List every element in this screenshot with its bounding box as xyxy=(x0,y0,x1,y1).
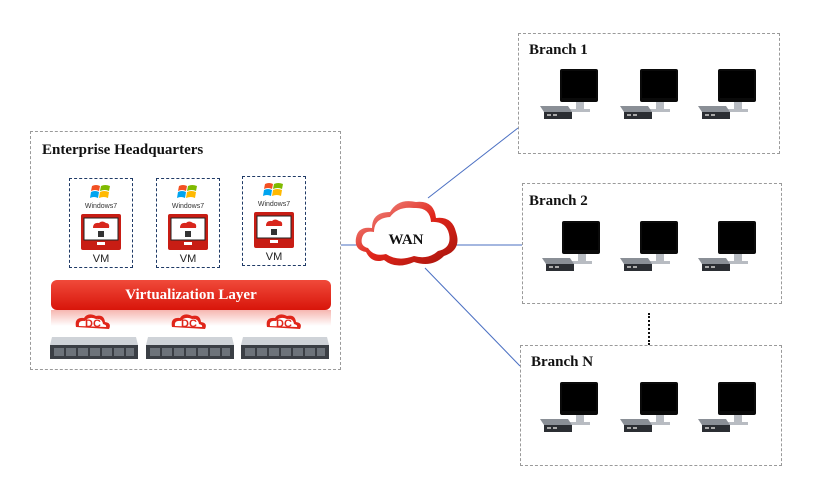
wan-cloud-icon xyxy=(355,201,458,266)
desktop-pc-icon xyxy=(542,221,600,271)
link-wan-branch1 xyxy=(427,127,519,199)
virtualization-layer-bar: Virtualization Layer xyxy=(51,280,331,310)
branch-title: Branch 1 xyxy=(529,42,588,58)
server-icon: DC xyxy=(241,314,329,359)
branch-title: Branch N xyxy=(531,354,594,370)
vm-monitor-icon xyxy=(81,214,121,250)
server-unit: DC xyxy=(144,313,236,361)
ellipsis-dots xyxy=(648,313,652,345)
os-label: Windows7 xyxy=(84,203,118,210)
dc-badge: DC xyxy=(181,318,197,330)
vm-monitor-icon xyxy=(168,214,208,250)
branch-title: Branch 2 xyxy=(529,193,588,209)
server-icon: DC xyxy=(146,314,234,359)
server-unit: DC xyxy=(239,313,331,361)
desktop-pc-icon xyxy=(698,69,756,119)
branch-box xyxy=(522,183,782,304)
vm-label: VM xyxy=(179,253,197,265)
vm-monitor-icon xyxy=(254,212,294,248)
vm-label: VM xyxy=(265,251,283,263)
windows-logo-icon xyxy=(263,183,283,196)
os-label: Windows7 xyxy=(171,203,205,210)
desktop-pc-icon xyxy=(620,221,678,271)
desktop-pc-icon xyxy=(698,221,756,271)
windows-logo-icon xyxy=(177,185,197,198)
vm-label: VM xyxy=(92,253,110,265)
wan-label: WAN xyxy=(388,232,424,248)
desktop-pc-icon xyxy=(620,382,678,432)
link-wan-branchN xyxy=(424,267,521,367)
headquarters-box xyxy=(30,131,341,370)
desktop-pc-icon xyxy=(540,69,598,119)
dc-badge: DC xyxy=(85,318,101,330)
desktop-pc-icon xyxy=(540,382,598,432)
vm-card: Windows7 VM xyxy=(156,178,220,268)
desktop-pc-icon xyxy=(698,382,756,432)
server-icon: DC xyxy=(50,314,138,359)
desktop-pc-icon xyxy=(620,69,678,119)
os-label: Windows7 xyxy=(257,201,291,208)
dc-badge: DC xyxy=(276,318,292,330)
branch-box xyxy=(518,33,780,154)
vm-card: Windows7 VM xyxy=(69,178,133,268)
windows-logo-icon xyxy=(90,185,110,198)
server-unit: DC xyxy=(48,313,140,361)
vm-card: Windows7 VM xyxy=(242,176,306,266)
headquarters-title: Enterprise Headquarters xyxy=(42,142,204,158)
branch-box xyxy=(520,345,782,466)
